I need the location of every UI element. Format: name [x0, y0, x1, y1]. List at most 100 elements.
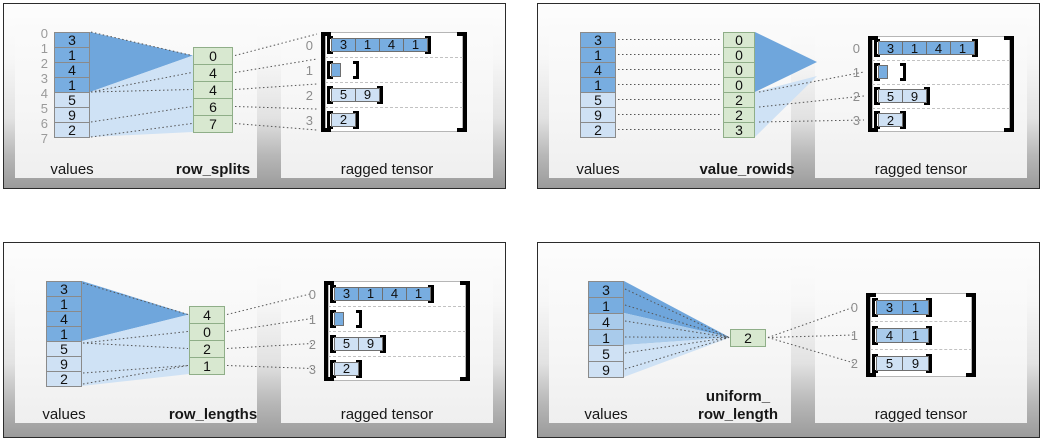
row-bracket-left-stem — [874, 111, 877, 129]
tensor-empty-cell — [878, 65, 888, 79]
row-bracket-right-top — [926, 353, 932, 357]
row-bracket-right-top — [353, 60, 359, 64]
tensor-row-label: 0 — [305, 37, 313, 53]
tensor-bracket-left-stem — [868, 36, 872, 132]
encoding-cell: 7 — [193, 115, 233, 133]
row-bracket-left-bottom — [327, 50, 333, 54]
tensor-bracket-right-top — [966, 293, 976, 297]
value-cell: 5 — [54, 92, 90, 108]
tensor-cell: 4 — [876, 327, 903, 343]
value-cell: 9 — [588, 361, 624, 378]
tensor-cell: 3 — [876, 299, 903, 315]
row-bracket-right-top — [924, 87, 930, 90]
value-index-label: 6 — [40, 116, 48, 131]
tensor-bracket-right-bottom — [966, 373, 976, 377]
value-cell: 5 — [46, 341, 82, 357]
value-cell: 1 — [580, 47, 616, 63]
tensor-row-label: 2 — [850, 356, 858, 371]
row-bracket-left-stem — [872, 297, 875, 317]
tensor-bracket-left-top — [324, 281, 334, 285]
tensor-row-label: 3 — [852, 113, 860, 128]
row-bracket-left-top — [330, 334, 336, 338]
row-bracket-left-top — [327, 35, 333, 39]
tensor-cell: 1 — [950, 41, 975, 56]
tensor-bracket-left-top — [866, 293, 876, 297]
encoding-cell: 4 — [193, 64, 233, 82]
row-bracket-left-bottom — [330, 374, 336, 378]
value-index-label: 5 — [40, 101, 48, 116]
value-cell: 9 — [46, 356, 82, 372]
value-cell: 3 — [54, 32, 90, 48]
tensor-bracket-right-bottom — [1004, 128, 1014, 132]
row-bracket-right-top — [353, 110, 359, 114]
row-bracket-left-top — [327, 60, 333, 64]
row-bracket-right-top — [425, 35, 431, 39]
row-bracket-right-bottom — [972, 54, 978, 57]
row-bracket-right-stem — [975, 39, 978, 57]
tensor-row-divider — [325, 82, 463, 83]
row-bracket-left-top — [330, 284, 336, 288]
tensor-row-label: 1 — [305, 62, 313, 78]
row-bracket-right-top — [972, 39, 978, 42]
values-caption: values — [576, 161, 620, 178]
row-bracket-right-bottom — [353, 75, 359, 79]
tensor-bracket-left-top — [321, 32, 331, 36]
tensor-empty-cell — [331, 62, 341, 77]
tensor-cell: 2 — [878, 113, 903, 128]
row-bracket-left-top — [872, 353, 878, 357]
values-caption: values — [584, 406, 628, 423]
tensor-row-bracket — [330, 334, 386, 353]
encoding-cell: 4 — [193, 81, 233, 99]
value-cell: 1 — [588, 297, 624, 314]
tensor-cell: 1 — [403, 37, 428, 52]
tensor-bracket-right-top — [457, 32, 467, 36]
row-bracket-left-stem — [330, 359, 333, 378]
tensor-bracket-left-bottom — [868, 128, 878, 132]
row-bracket-right-bottom — [926, 369, 932, 373]
encoding-caption: value_rowids — [699, 161, 795, 178]
tensor-row-bracket — [330, 359, 362, 378]
value-index-label: 4 — [40, 86, 48, 101]
tensor-cell: 9 — [358, 336, 383, 351]
value-cell: 9 — [580, 107, 616, 123]
row-bracket-right-top — [356, 359, 362, 363]
row-bracket-right-bottom — [425, 50, 431, 54]
row-bracket-left-top — [874, 111, 880, 114]
row-bracket-right-stem — [927, 87, 930, 105]
value-cell: 1 — [54, 77, 90, 93]
tensor-bracket-left-stem — [321, 32, 325, 132]
row-bracket-left-bottom — [872, 313, 878, 317]
row-bracket-left-stem — [327, 35, 330, 54]
row-bracket-left-bottom — [872, 369, 878, 373]
value-cell: 4 — [588, 313, 624, 330]
row-bracket-right-stem — [380, 85, 383, 104]
tensor-cell: 1 — [358, 286, 383, 301]
tensor-row-label: 1 — [852, 65, 860, 80]
value-cell: 2 — [54, 122, 90, 138]
tensor-cell: 4 — [379, 37, 404, 52]
tensor-row-bracket — [872, 353, 932, 373]
tensor-row-label: 2 — [305, 87, 313, 103]
tensor-bracket-left-stem — [324, 281, 328, 381]
row-bracket-right-stem — [356, 60, 359, 79]
value-index-label: 0 — [40, 26, 48, 41]
value-index-label: 7 — [40, 131, 48, 146]
value-cell: 2 — [46, 371, 82, 387]
encoding-cell: 0 — [723, 77, 755, 93]
values-caption: values — [50, 161, 94, 178]
tensor-cell: 5 — [878, 89, 903, 104]
tensor-caption: ragged tensor — [340, 406, 434, 423]
tensor-bracket-right-bottom — [460, 377, 470, 381]
row-bracket-right-stem — [383, 334, 386, 353]
tensor-cell: 9 — [355, 87, 380, 102]
tensor-row-bracket — [330, 284, 434, 303]
